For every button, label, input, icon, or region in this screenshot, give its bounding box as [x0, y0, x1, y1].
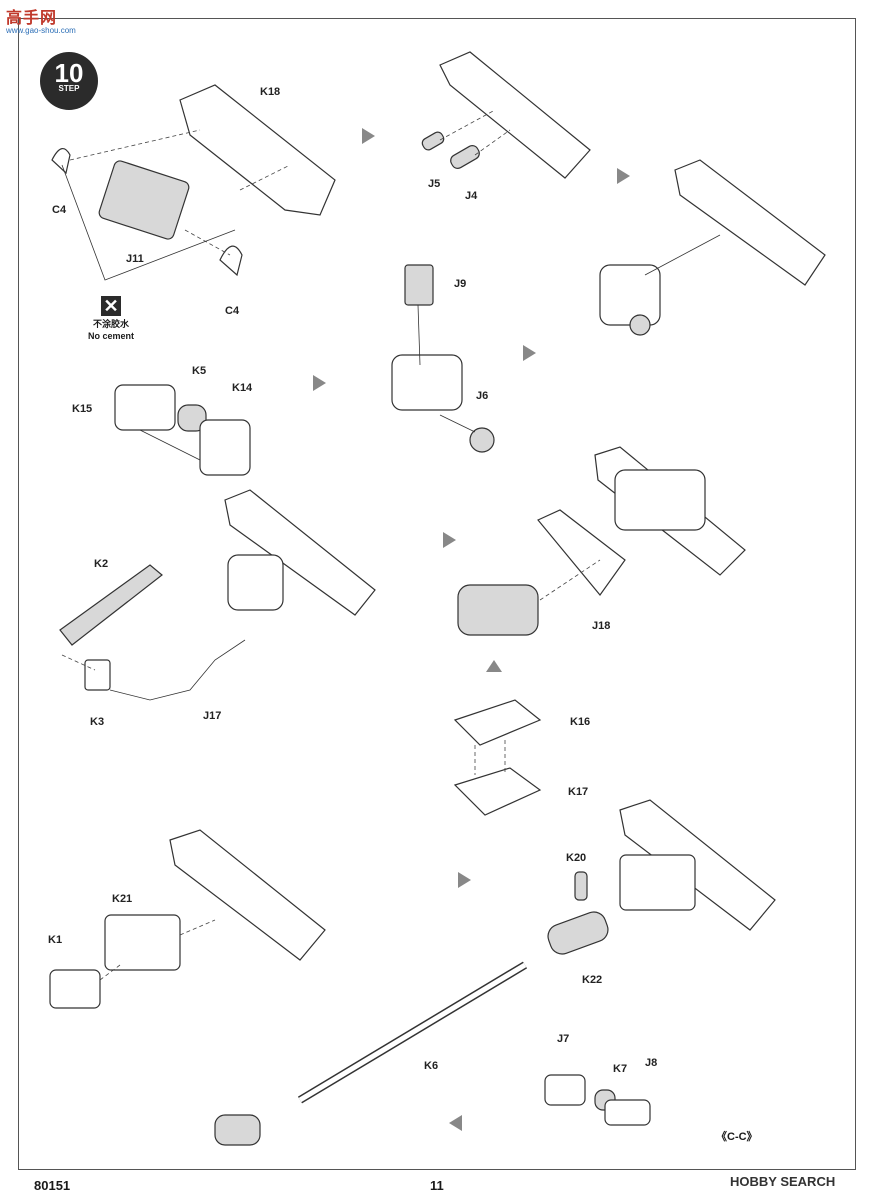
- step-badge: 10 STEP: [40, 52, 98, 110]
- arrow-4: [523, 345, 536, 361]
- label-k16: K16: [570, 716, 591, 728]
- part-j7: [544, 1074, 586, 1106]
- arrow-1: [362, 128, 375, 144]
- label-c4-bottom: C4: [225, 305, 240, 317]
- panel-top: [439, 51, 591, 179]
- arrow-8: [449, 1115, 462, 1131]
- no-cement-cn: 不涂胶水: [93, 319, 130, 329]
- no-cement-note: ✕ 不涂胶水 No cement: [88, 296, 134, 342]
- part-j6: [469, 427, 495, 453]
- label-k7: K7: [613, 1063, 628, 1075]
- part-c4-bottom: [219, 245, 243, 277]
- part-k3: [84, 659, 111, 691]
- label-j9: J9: [454, 278, 467, 290]
- part-k22: [547, 911, 609, 955]
- page-frame: [18, 18, 856, 1170]
- panel-left3: [224, 489, 376, 616]
- part-j17: [109, 639, 246, 701]
- logo-en: www.gao-shou.com: [6, 26, 76, 35]
- part-j8: [604, 1099, 651, 1126]
- cylinder-j18: [457, 584, 539, 636]
- part-c4-top: [51, 148, 71, 175]
- part-j11: [98, 160, 190, 240]
- label-j5: J5: [428, 178, 441, 190]
- part-k17: [453, 767, 542, 816]
- label-k18: K18: [260, 86, 281, 98]
- label-k15: K15: [72, 403, 93, 415]
- panel-right5: [619, 799, 776, 931]
- hub-left3: [227, 554, 284, 611]
- part-j18: [537, 509, 626, 596]
- part-j5: [421, 131, 445, 151]
- panel-left5: [169, 829, 326, 961]
- label-k5: K5: [192, 365, 207, 377]
- label-j7: J7: [557, 1033, 570, 1045]
- label-j6: J6: [476, 390, 489, 402]
- hub-right: [599, 264, 661, 326]
- label-k2: K2: [94, 558, 109, 570]
- arrow-6: [486, 660, 502, 672]
- watermark: HOBBY SEARCH: [730, 1174, 836, 1189]
- part-k21: [104, 914, 181, 971]
- part-k2: [59, 564, 163, 646]
- footer-page-number: 11: [430, 1178, 444, 1193]
- label-k6: K6: [424, 1060, 439, 1072]
- label-k14: K14: [232, 382, 253, 394]
- label-k17: K17: [568, 786, 589, 798]
- part-k16: [453, 699, 542, 746]
- label-j18: J18: [592, 620, 611, 632]
- part-k14: [199, 419, 251, 476]
- no-cement-en: No cement: [88, 331, 135, 341]
- label-j11: J11: [126, 253, 144, 265]
- label-k20: K20: [566, 852, 587, 864]
- label-j17: J17: [203, 710, 222, 722]
- label-j4: J4: [465, 190, 478, 202]
- arrow-3: [313, 375, 326, 391]
- arrow-2: [617, 168, 630, 184]
- step-word: STEP: [58, 84, 80, 93]
- breech-right5: [619, 854, 696, 911]
- hub-center: [391, 354, 463, 411]
- arrow-7: [458, 872, 471, 888]
- part-j9: [404, 264, 434, 306]
- label-j8: J8: [645, 1057, 658, 1069]
- label-k21: K21: [112, 893, 133, 905]
- part-k1: [49, 969, 101, 1009]
- label-k1: K1: [48, 934, 63, 946]
- panel-right: [674, 159, 826, 286]
- label-k22: K22: [582, 974, 603, 986]
- part-k20: [574, 871, 588, 901]
- step-number: 10: [54, 58, 84, 88]
- plate-k18: [179, 84, 336, 216]
- part-k5: [177, 404, 207, 432]
- section-mark: 《C-C》: [716, 1131, 758, 1143]
- arrow-5: [443, 532, 456, 548]
- label-c4-top: C4: [52, 204, 67, 216]
- muzzle-brake: [214, 1114, 261, 1146]
- footer-code: 80151: [34, 1178, 71, 1193]
- site-logo: 高手网 www.gao-shou.com: [6, 4, 76, 35]
- label-k3: K3: [90, 716, 105, 728]
- logo-cn: 高手网: [6, 10, 58, 27]
- part-j4: [450, 145, 480, 169]
- breech-block: [614, 469, 706, 531]
- no-cement-icon: ✕: [101, 296, 121, 316]
- part-k15: [114, 384, 176, 431]
